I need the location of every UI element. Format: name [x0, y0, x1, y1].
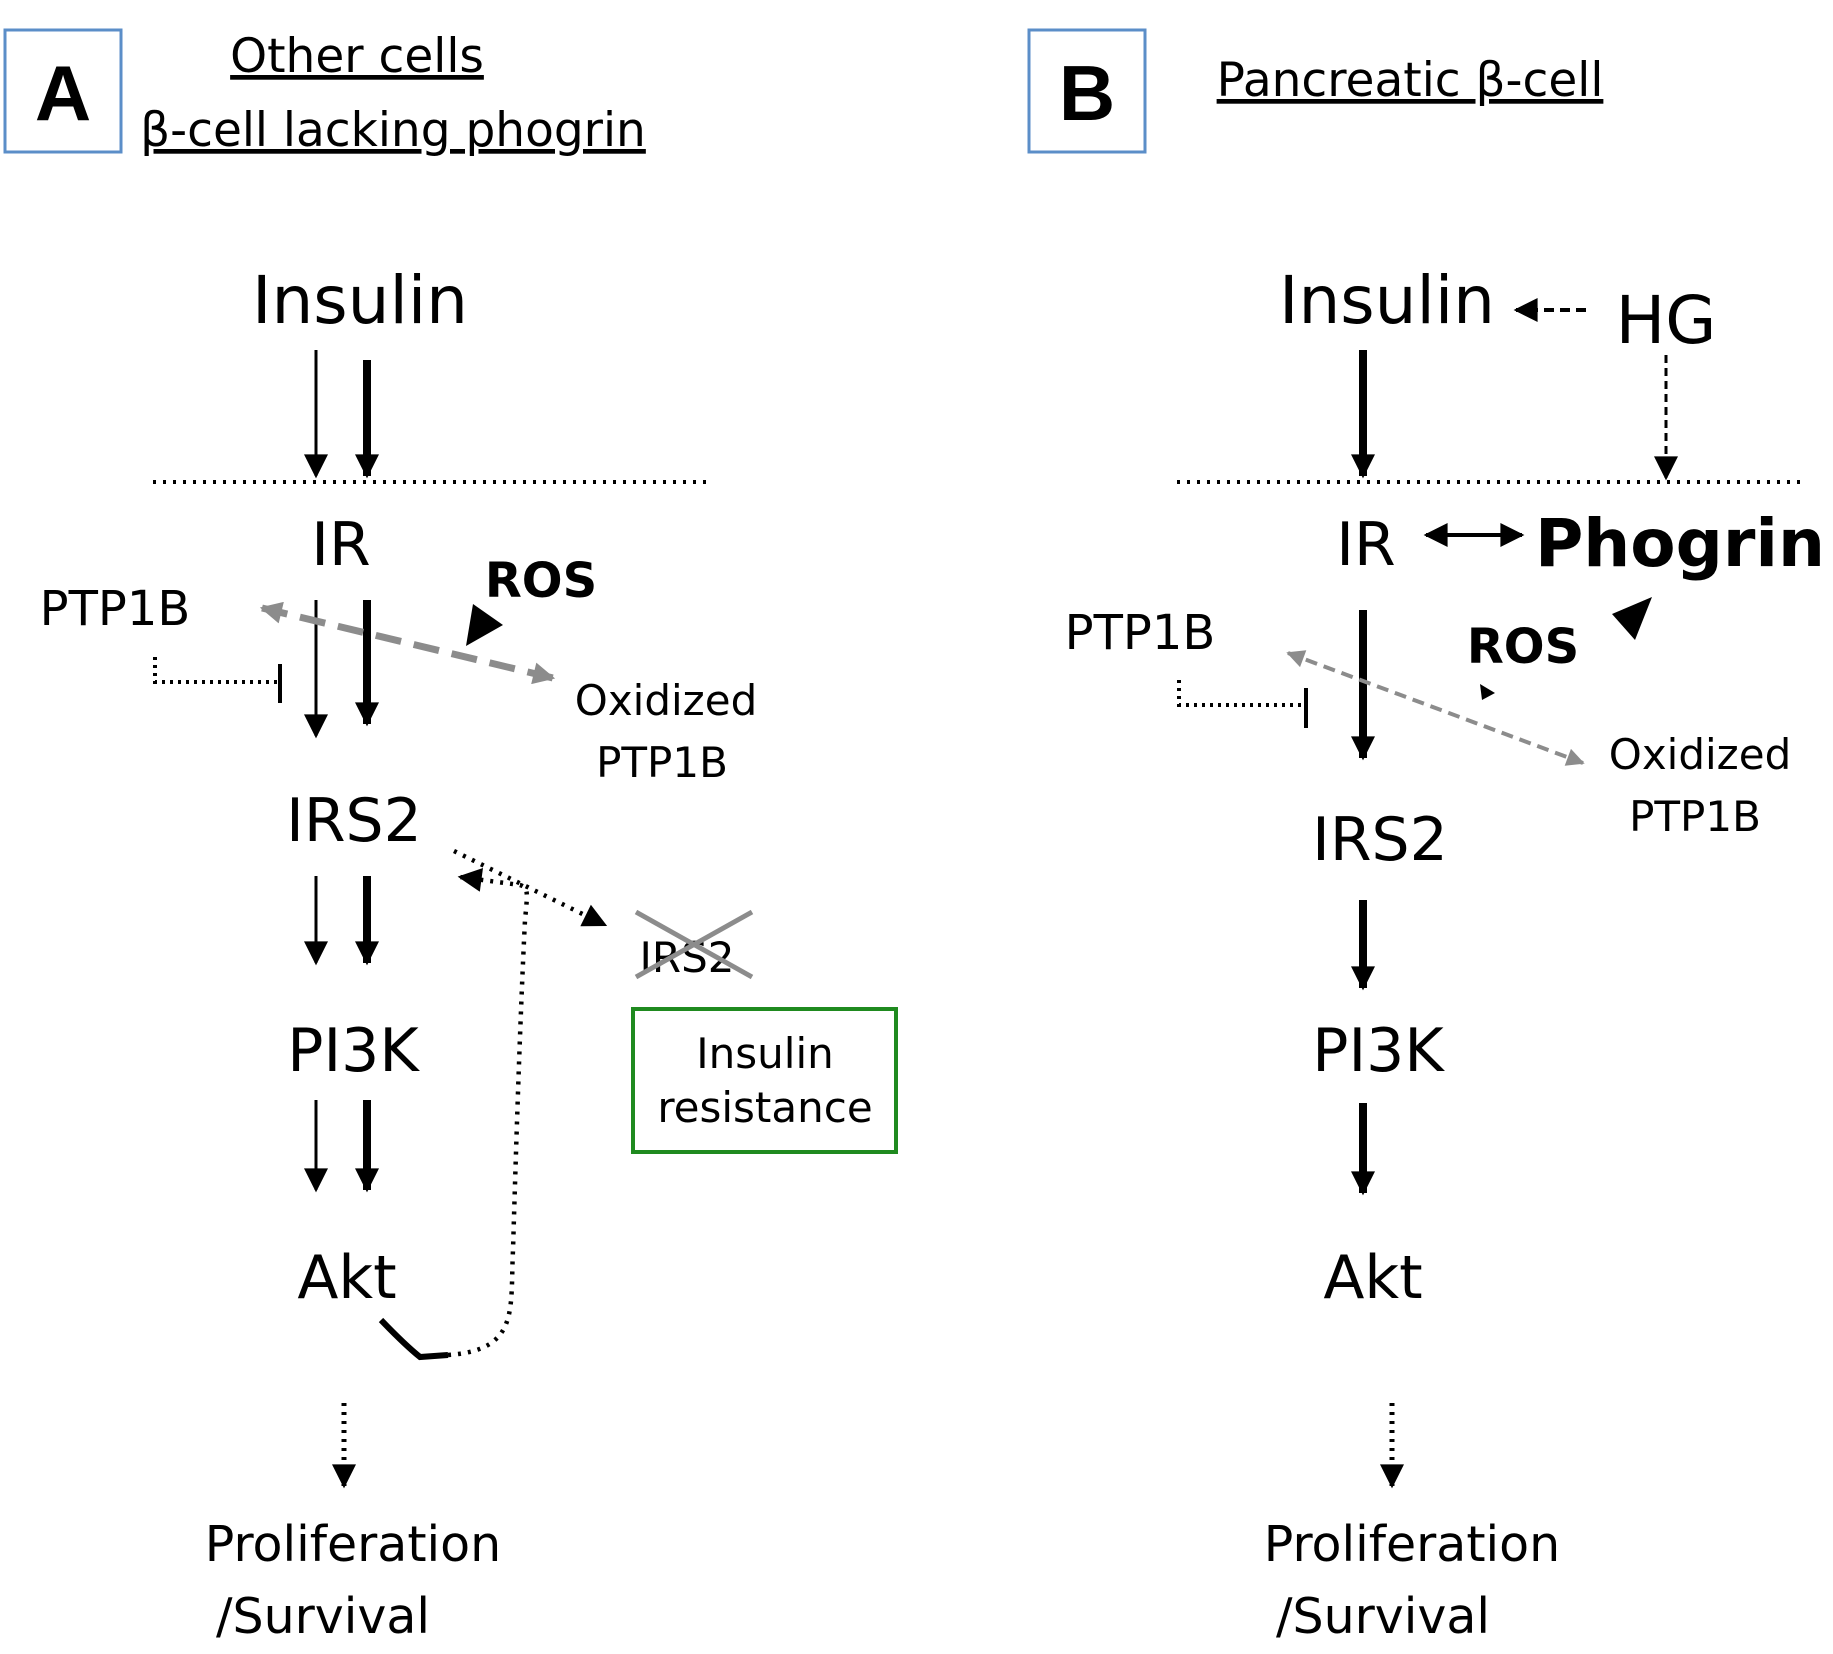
panel-a-pi3k-label: PI3K [287, 1016, 420, 1086]
panel-b-phogrin-label: Phogrin [1535, 505, 1825, 582]
panel-b-oxidized-line1: Oxidized [1609, 730, 1791, 779]
panel-a-irs2-degradation-arrow [453, 848, 608, 928]
panel-b-insulin-label: Insulin [1279, 262, 1495, 339]
panel-a-label-box [3, 28, 123, 154]
panel-b-ir-label: IR [1336, 510, 1395, 580]
panel-b-ros-arrowhead [1480, 684, 1495, 700]
panel-a-akt-feedback-dotted [447, 867, 530, 1358]
panel-a-akt-feedback-solid [378, 1317, 449, 1361]
panel-b-phogrin-arrowhead [1612, 597, 1652, 640]
panel-a-letter: A [35, 49, 91, 137]
panel-b-outcome-line1: Proliferation [1264, 1516, 1560, 1573]
panel-a-title-line1: Other cells [230, 29, 484, 84]
panel-b-ptp1b-label: PTP1B [1065, 605, 1216, 661]
panel-a-insulin-resistance-line1: Insulin [696, 1029, 833, 1078]
panel-a-insulin-label: Insulin [252, 262, 468, 339]
panel-b: B Pancreatic β-cell Insulin HG IR Phogri… [1027, 28, 1825, 1645]
panel-a-cross-mark-2 [634, 909, 754, 980]
panel-a-oxidized-line1: Oxidized [575, 676, 757, 725]
panel-b-label-box [1027, 28, 1147, 154]
panel-b-irs2-label: IRS2 [1312, 805, 1448, 875]
panel-a-akt-label: Akt [297, 1243, 396, 1313]
panel-b-akt-label: Akt [1323, 1243, 1422, 1313]
panel-a-insulin-resistance-box [631, 1007, 898, 1154]
panel-b-ptp1b-inhibition [1177, 680, 1304, 707]
panel-a-oxidized-line2: PTP1B [596, 738, 728, 787]
panel-a-ptp1b-label: PTP1B [40, 581, 191, 637]
panel-a: A Other cells β-cell lacking phogrin Ins… [3, 28, 898, 1645]
panel-a-insulin-resistance-line2: resistance [657, 1083, 872, 1132]
panel-a-ros-label: ROS [485, 553, 597, 609]
panel-b-outcome-line2: /Survival [1276, 1588, 1490, 1645]
panel-b-letter: B [1059, 49, 1115, 137]
panel-b-hg-label: HG [1616, 282, 1717, 359]
panel-b-pi3k-label: PI3K [1312, 1016, 1445, 1086]
panel-b-oxidation-arrow [1286, 650, 1585, 766]
panel-a-ir-label: IR [311, 510, 370, 580]
panel-b-title: Pancreatic β-cell [1217, 53, 1604, 108]
panel-a-irs2-label: IRS2 [286, 786, 422, 856]
panel-a-ptp1b-inhibition [153, 657, 278, 684]
panel-a-oxidation-arrow [259, 601, 556, 685]
panel-b-oxidized-line2: PTP1B [1629, 792, 1761, 841]
panel-a-outcome-line2: /Survival [216, 1588, 430, 1645]
panel-b-ros-label: ROS [1467, 619, 1579, 675]
panel-a-ros-arrowhead [466, 604, 503, 646]
panel-a-title-line2: β-cell lacking phogrin [140, 103, 646, 158]
panel-a-outcome-line1: Proliferation [205, 1516, 501, 1573]
